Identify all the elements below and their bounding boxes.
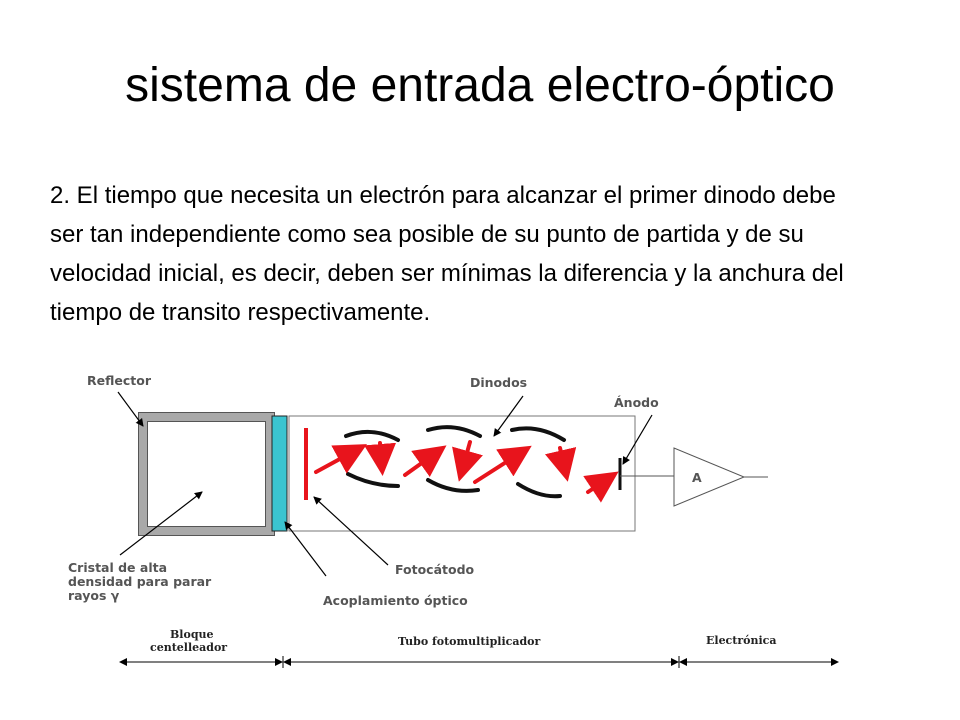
dynode-3 — [426, 425, 482, 438]
electron-arrow — [364, 441, 397, 476]
electron-path — [314, 440, 619, 503]
reflector-pointer — [117, 391, 144, 427]
fotocatodo-label: Fotocátodo — [395, 562, 475, 577]
fotocatodo-pointer — [313, 496, 389, 566]
amplifier — [673, 447, 746, 507]
optical-coupling — [271, 415, 288, 532]
section-dimension-arrows — [119, 656, 839, 668]
electron-arrow — [314, 444, 368, 474]
section-bloque-line1: Bloque — [170, 628, 214, 641]
crystal-label-line3: rayos γ — [68, 588, 120, 603]
photomultiplier-diagram: A Reflector Dinodos Ánodo Cristal de alt… — [68, 373, 839, 668]
dynode-4 — [426, 478, 480, 493]
anodo-label: Ánodo — [614, 395, 659, 410]
dynodes — [344, 425, 566, 499]
dynode-1 — [344, 429, 400, 442]
reflector-label: Reflector — [87, 373, 152, 388]
scintillator-reflector — [138, 412, 275, 536]
crystal-pointer — [119, 491, 203, 556]
electron-arrow — [583, 471, 619, 503]
crystal-label-line2: densidad para parar — [68, 574, 212, 589]
section-bloque-line2: centelleador — [150, 641, 227, 654]
section-electronica: Electrónica — [706, 634, 776, 647]
dynode-2 — [346, 472, 400, 488]
electron-arrow — [452, 440, 483, 482]
electron-arrow — [545, 446, 577, 482]
section-tubo: Tubo fotomultiplicador — [398, 635, 540, 648]
dynode-5 — [510, 426, 566, 442]
body-paragraph: 2. El tiempo que necesita un electrón pa… — [50, 182, 844, 326]
acoplamiento-label: Acoplamiento óptico — [323, 593, 468, 608]
dynode-6 — [516, 482, 562, 499]
amplifier-label: A — [692, 470, 702, 485]
anodo-pointer — [622, 414, 653, 465]
acoplamiento-pointer — [284, 521, 327, 577]
crystal-label-line1: Cristal de alta — [68, 560, 167, 575]
electron-arrow — [473, 445, 532, 484]
slide-title: sistema de entrada electro-óptico — [125, 59, 835, 112]
dinodos-pointer — [493, 395, 524, 437]
dinodos-label: Dinodos — [470, 375, 527, 390]
electron-arrow — [403, 445, 447, 477]
pmt-tube — [288, 415, 636, 532]
